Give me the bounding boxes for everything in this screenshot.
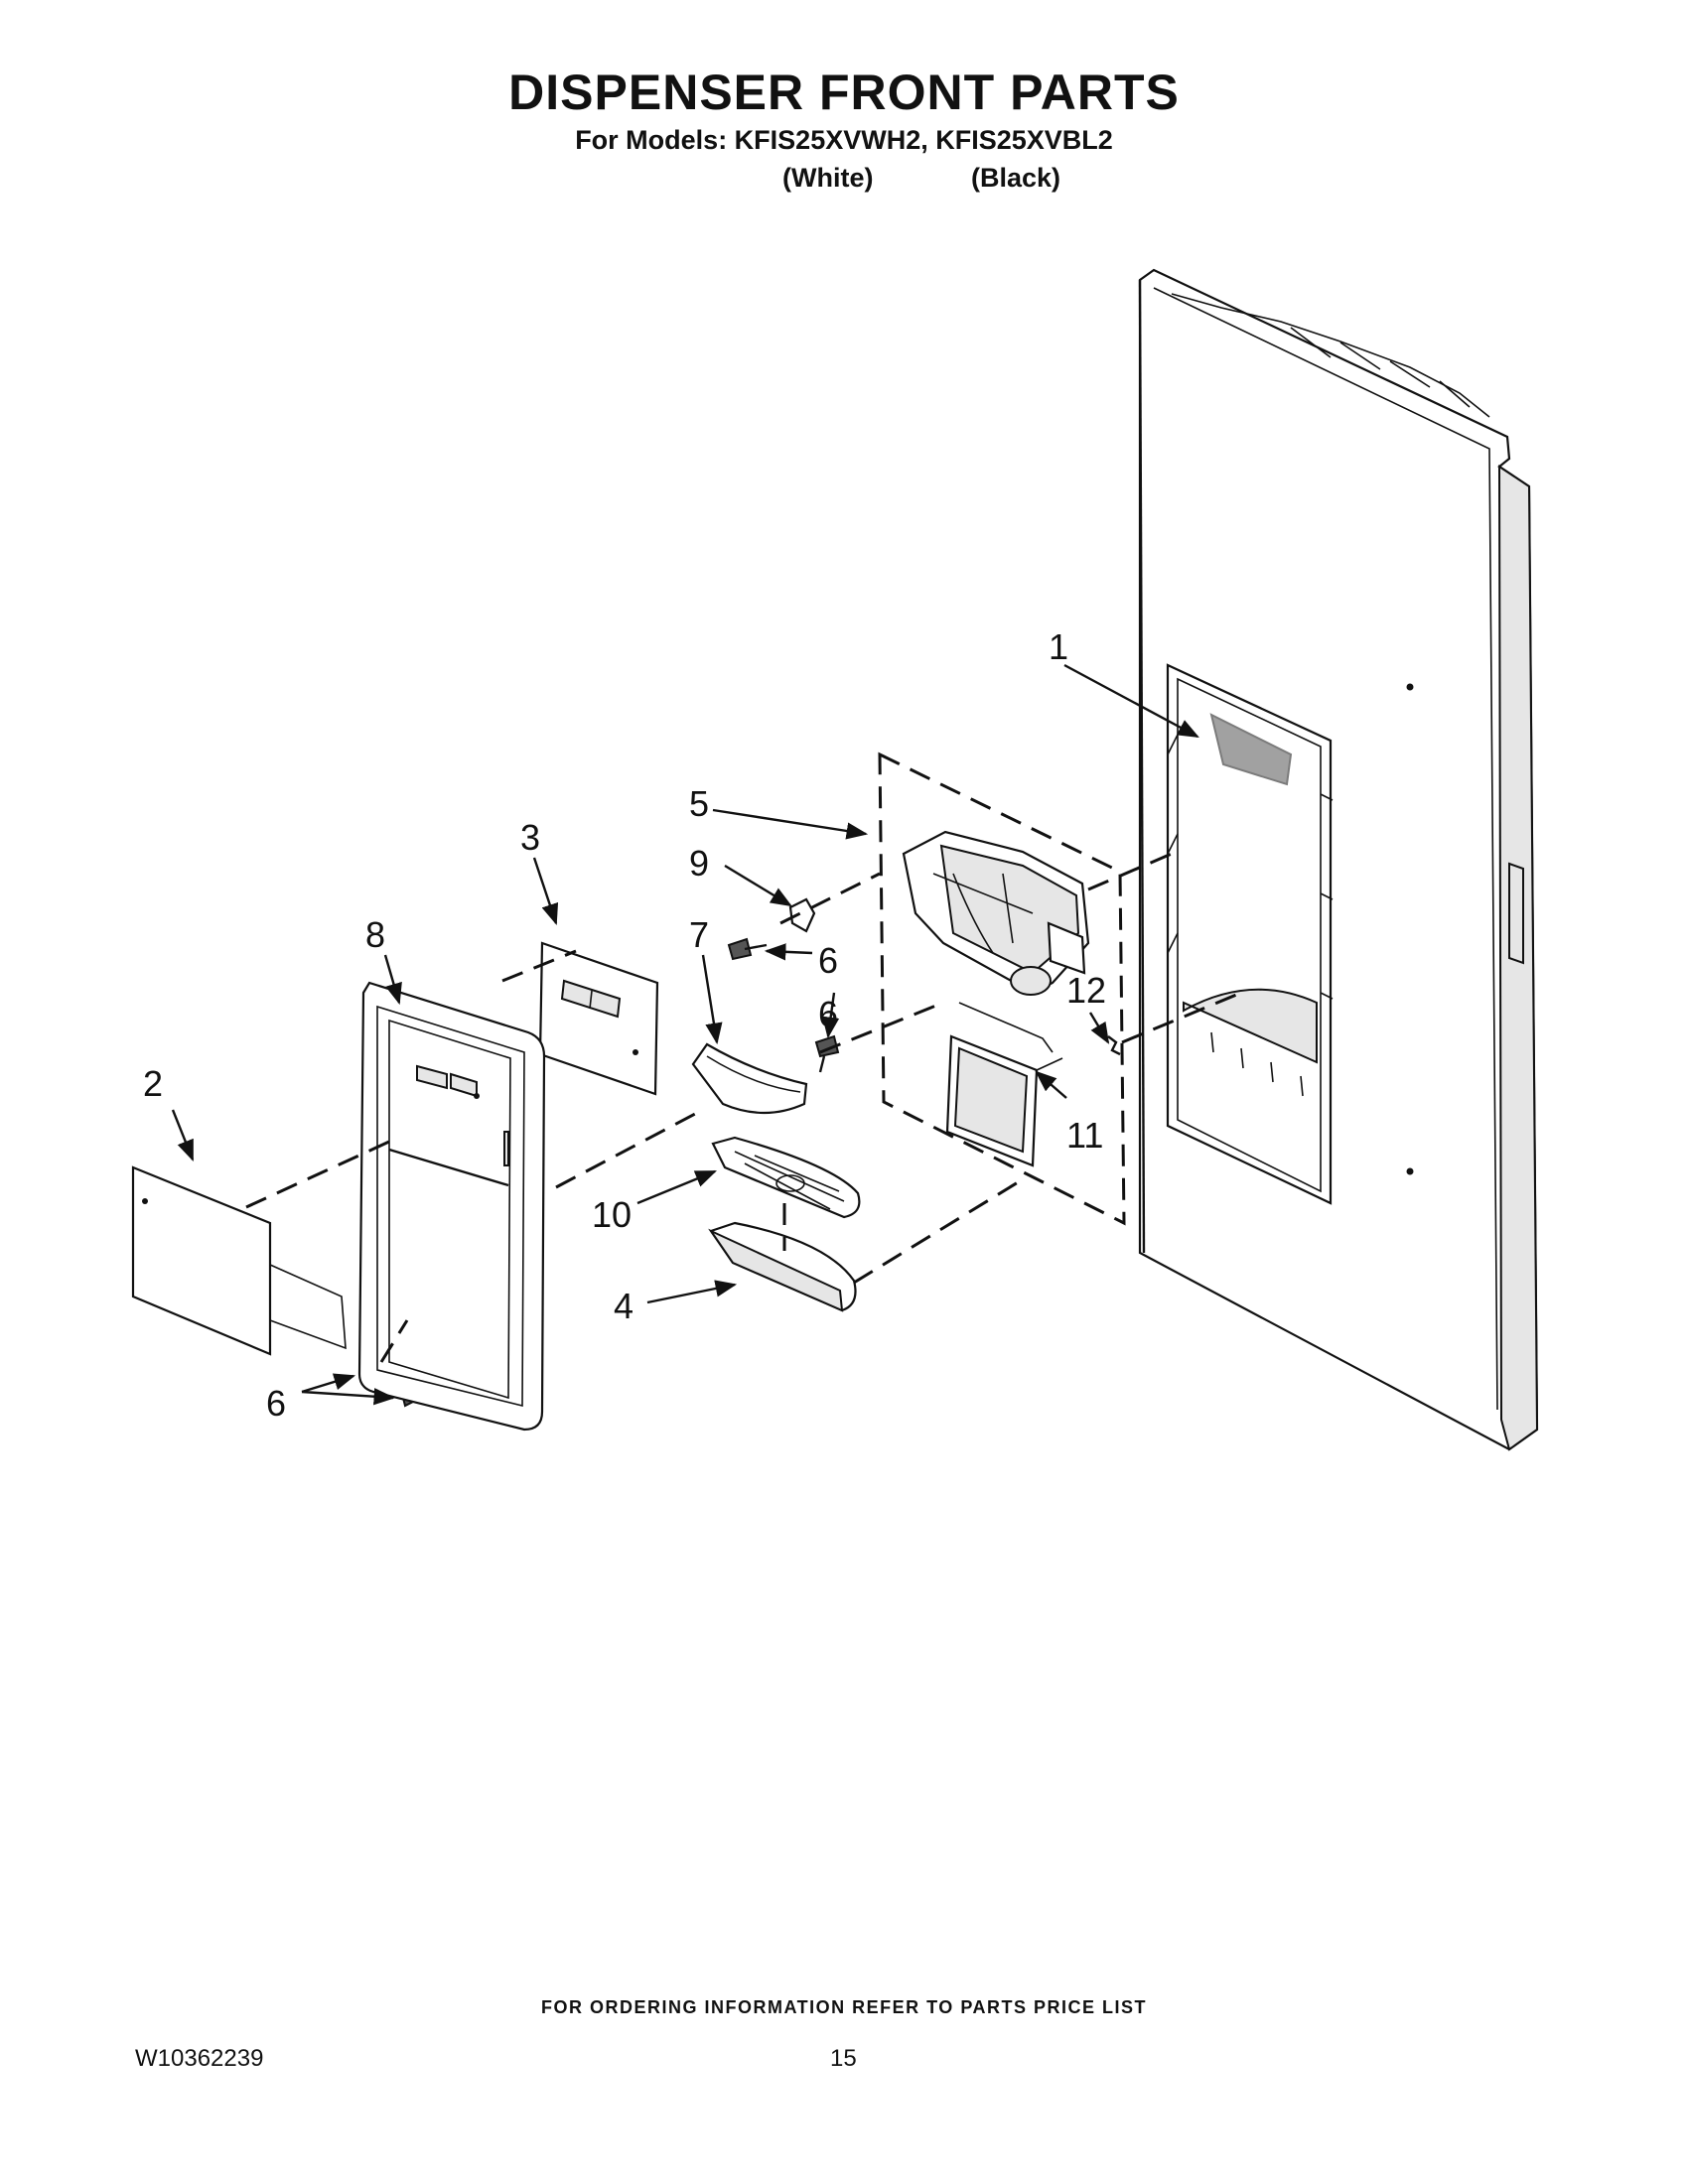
light-lens-part-7 (691, 1042, 808, 1115)
variant-white: (White) (782, 163, 874, 193)
callout-5: 5 (689, 783, 709, 824)
callout-8: 8 (365, 914, 385, 955)
page-number: 15 (830, 2045, 857, 2072)
callout-6-lens-screw: 6 (818, 994, 838, 1034)
callout-4: 4 (614, 1286, 633, 1326)
document-number: W10362239 (135, 2045, 264, 2072)
dispenser-assembly-part-5 (878, 751, 1126, 1226)
spring-part-12 (1107, 1035, 1121, 1056)
callout-2: 2 (143, 1063, 163, 1104)
callout-1: 1 (1049, 626, 1068, 667)
clip-part-9 (788, 897, 816, 933)
callout-9: 9 (689, 843, 709, 884)
grille-part-10 (711, 1136, 861, 1219)
dispenser-housing-part-8 (357, 981, 546, 1432)
door-panel-part-1 (1138, 268, 1539, 1451)
callout-3: 3 (520, 817, 540, 858)
callout-10: 10 (592, 1194, 632, 1235)
overlay-label-part-2 (131, 1165, 347, 1356)
callout-6-housing-screws: 6 (266, 1383, 286, 1424)
callout-12: 12 (1066, 970, 1106, 1011)
page-title: DISPENSER FRONT PARTS (508, 65, 1180, 120)
callout-6-bracket-screw: 6 (818, 940, 838, 981)
dispenser-paddle-part-11 (945, 1002, 1063, 1167)
variant-black: (Black) (971, 163, 1061, 193)
assembly-guide-lines (245, 852, 1242, 1363)
model-subtitle: For Models: KFIS25XVWH2, KFIS25XVBL2 (575, 125, 1113, 155)
drip-tray-part-4 (708, 1221, 857, 1312)
control-board-part-3 (538, 941, 659, 1096)
callout-11: 11 (1066, 1115, 1103, 1156)
ordering-note: FOR ORDERING INFORMATION REFER TO PARTS … (540, 1997, 1147, 2017)
leader-arrows (171, 663, 1199, 1406)
callout-7: 7 (689, 914, 709, 955)
